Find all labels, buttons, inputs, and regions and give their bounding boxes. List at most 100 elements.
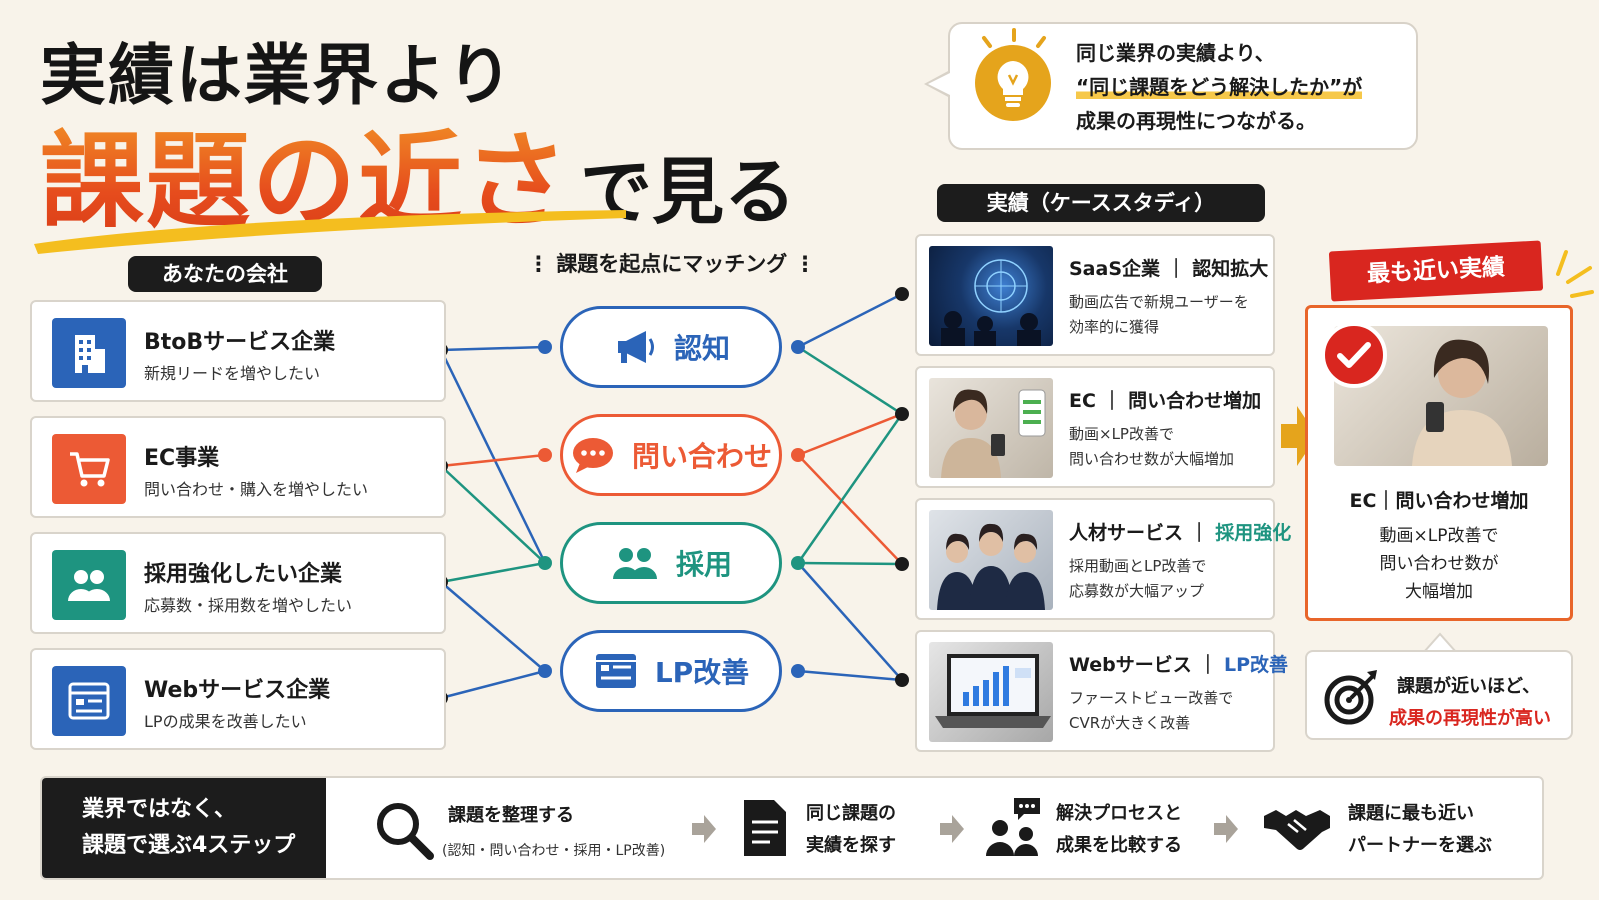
company-card-web[interactable]: Webサービス企業 LPの成果を改善したい bbox=[30, 648, 446, 750]
near-tail bbox=[1424, 632, 1456, 652]
company-sub: 応募数・採用数を増やしたい bbox=[144, 596, 353, 615]
company-issue-link bbox=[440, 453, 546, 468]
company-issue-link bbox=[440, 465, 546, 564]
bulb-rays bbox=[982, 28, 1046, 48]
best-photo-woman-phone bbox=[1334, 326, 1548, 466]
cases-label: 実績（ケーススタディ） bbox=[937, 184, 1265, 222]
case-photo-woman-phone bbox=[929, 378, 1053, 478]
company-sub: LPの成果を改善したい bbox=[144, 712, 307, 731]
issue-case-link bbox=[797, 562, 903, 681]
company-title: Webサービス企業 bbox=[144, 678, 331, 703]
chat-icon bbox=[572, 438, 613, 473]
steps-heading: 業界ではなく、 課題で選ぶ4ステップ bbox=[42, 778, 326, 878]
case-title: SaaS企業 ｜ 認知拡大 bbox=[1069, 258, 1269, 280]
webpage-icon bbox=[595, 654, 636, 688]
your-company-label: あなたの会社 bbox=[128, 256, 322, 292]
people-chat-icon bbox=[986, 798, 1040, 856]
issue-case-link bbox=[797, 669, 903, 682]
matching-label: ⋮ 課題を起点にマッチング ⋮ bbox=[528, 252, 816, 276]
people-icon bbox=[52, 550, 126, 620]
arrow-right-icon bbox=[1281, 406, 1317, 466]
steps-bar: 業界ではなく、 課題で選ぶ4ステップ 課題を整理する (認知・問い合わせ・採用・… bbox=[40, 776, 1544, 880]
issue-inquiry[interactable]: 問い合わせ bbox=[560, 414, 782, 496]
step-arrow-icon bbox=[940, 815, 964, 843]
issue-label: 認知 bbox=[673, 332, 730, 365]
case-connector-dot bbox=[895, 407, 909, 421]
best-match-card[interactable]: EC｜問い合わせ増加 動画×LP改善で問い合わせ数が大幅増加 bbox=[1305, 305, 1573, 621]
case-desc: 動画×LP改善で問い合わせ数が大幅増加 bbox=[1069, 425, 1235, 468]
issue-case-link bbox=[797, 561, 903, 566]
sparkle-lines bbox=[1556, 250, 1594, 298]
issue-case-link bbox=[797, 454, 903, 565]
company-title: 採用強化したい企業 bbox=[144, 562, 343, 587]
target-icon bbox=[1324, 670, 1377, 725]
issue-label: 採用 bbox=[675, 548, 732, 581]
step-arrow-icon bbox=[692, 815, 716, 843]
title-line1: 実績は業界より bbox=[40, 37, 515, 114]
cart-icon bbox=[52, 434, 126, 504]
case-photo-laptop bbox=[929, 642, 1053, 742]
people-icon bbox=[612, 548, 657, 579]
step2-title: 同じ課題の実績を探す bbox=[806, 803, 896, 856]
company-issue-link bbox=[440, 581, 546, 672]
step-arrow-icon bbox=[1214, 815, 1238, 843]
issue-connector-dot bbox=[538, 340, 552, 354]
document-icon bbox=[744, 800, 786, 856]
issue-case-link bbox=[797, 412, 903, 457]
issue-case-link bbox=[797, 345, 903, 416]
search-icon bbox=[377, 803, 434, 860]
issue-label: 問い合わせ bbox=[631, 440, 772, 473]
company-card-btob[interactable]: BtoBサービス企業 新規リードを増やしたい bbox=[30, 300, 446, 402]
callout-text: 同じ業界の実績より、 “同じ課題をどう解決したか”が 成果の再現性につながる。 bbox=[1076, 41, 1363, 133]
issue-recruit[interactable]: 採用 bbox=[560, 522, 782, 604]
case-connector-dot bbox=[895, 557, 909, 571]
near-line2: 成果の再現性が高い bbox=[1389, 708, 1551, 729]
case-desc: 動画広告で新規ユーザーを効率的に獲得 bbox=[1069, 293, 1249, 336]
company-issue-link bbox=[440, 345, 546, 352]
company-title: EC事業 bbox=[144, 446, 220, 471]
lightbulb-icon bbox=[975, 45, 1051, 121]
issue-connector-dot bbox=[791, 448, 805, 462]
company-issue-link bbox=[440, 669, 546, 700]
issue-connector-dot bbox=[538, 448, 552, 462]
step1-title: 課題を整理する bbox=[448, 805, 574, 826]
issue-connector-dot bbox=[538, 664, 552, 678]
issue-lp[interactable]: LP改善 bbox=[560, 630, 782, 712]
building-icon bbox=[52, 318, 126, 388]
case-photo-network bbox=[929, 246, 1053, 346]
company-card-ec[interactable]: EC事業 問い合わせ・購入を増やしたい bbox=[30, 416, 446, 518]
case-title: EC ｜ 問い合わせ増加 bbox=[1069, 390, 1262, 412]
case-connector-dot bbox=[895, 673, 909, 687]
issue-case-link bbox=[797, 292, 903, 349]
callout-highlight: “同じ課題をどう解決したか”が bbox=[1076, 75, 1363, 99]
webpage-icon bbox=[52, 666, 126, 736]
check-icon bbox=[1321, 322, 1387, 388]
issue-label: LP改善 bbox=[654, 656, 750, 689]
company-issue-link bbox=[440, 561, 546, 584]
near-message-box: 課題が近いほど、 成果の再現性が高い bbox=[1305, 650, 1573, 740]
company-card-recruit[interactable]: 採用強化したい企業 応募数・採用数を増やしたい bbox=[30, 532, 446, 634]
best-desc: 動画×LP改善で問い合わせ数が大幅増加 bbox=[1379, 526, 1499, 602]
step1-sub: (認知・問い合わせ・採用・LP改善) bbox=[442, 843, 666, 859]
case-title: Webサービス ｜ LP改善 bbox=[1069, 654, 1289, 676]
step4-title: 課題に最も近いパートナーを選ぶ bbox=[1348, 803, 1492, 856]
step3-title: 解決プロセスと成果を比較する bbox=[1056, 803, 1182, 856]
company-issue-link bbox=[439, 349, 547, 564]
case-desc: 採用動画とLP改善で応募数が大幅アップ bbox=[1069, 557, 1207, 600]
company-sub: 問い合わせ・購入を増やしたい bbox=[144, 480, 369, 499]
case-title: 人材サービス ｜ 採用強化 bbox=[1069, 522, 1292, 544]
issue-connector-dot bbox=[791, 340, 805, 354]
case-card-saas[interactable]: SaaS企業 ｜ 認知拡大 動画広告で新規ユーザーを効率的に獲得 bbox=[915, 234, 1275, 356]
company-sub: 新規リードを増やしたい bbox=[144, 364, 321, 383]
case-card-ec[interactable]: EC ｜ 問い合わせ増加 動画×LP改善で問い合わせ数が大幅増加 bbox=[915, 366, 1275, 488]
issue-awareness[interactable]: 認知 bbox=[560, 306, 782, 388]
issue-connector-dot bbox=[538, 556, 552, 570]
handshake-icon bbox=[1264, 810, 1330, 850]
near-line1: 課題が近いほど、 bbox=[1397, 676, 1541, 697]
title-underline-brush bbox=[34, 210, 626, 254]
issue-connector-dot bbox=[791, 556, 805, 570]
case-card-hr[interactable]: 人材サービス ｜ 採用強化 採用動画とLP改善で応募数が大幅アップ bbox=[915, 498, 1291, 620]
case-connector-dot bbox=[895, 287, 909, 301]
